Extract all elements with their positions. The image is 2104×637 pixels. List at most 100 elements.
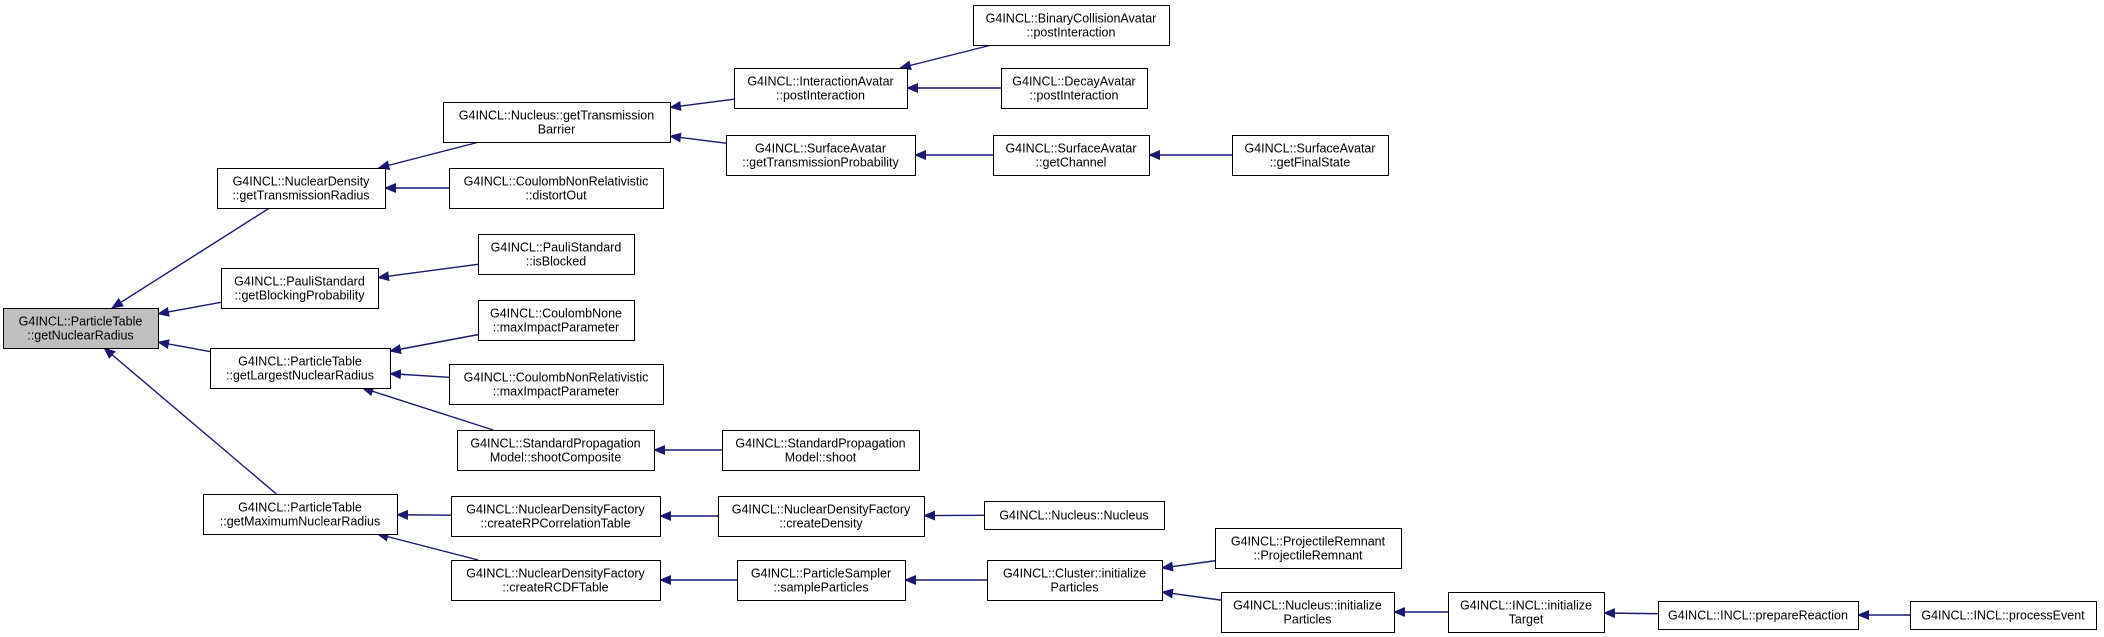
node-label-line: ::createRPCorrelationTable	[480, 517, 630, 531]
node-label-line: G4INCL::NuclearDensity	[233, 175, 371, 189]
node-label-line: ::getLargestNuclearRadius	[226, 369, 374, 383]
node-label-line: Particles	[1284, 613, 1332, 627]
node-box	[451, 560, 661, 601]
node-label-line: ::sampleParticles	[773, 581, 868, 595]
edge-ndf_crcdf-to-pt_gmnr	[376, 531, 479, 561]
node-cn_mip[interactable]: G4INCL::CoulombNone::maxImpactParameter	[478, 300, 635, 341]
node-bca_pi[interactable]: G4INCL::BinaryCollisionAvatar::postInter…	[973, 5, 1170, 46]
node-root[interactable]: G4INCL::ParticleTable::getNuclearRadius	[3, 308, 159, 349]
node-label-line: G4INCL::Nucleus::initialize	[1233, 599, 1382, 613]
node-label-line: Model::shoot	[785, 451, 857, 465]
node-label-line: G4INCL::Cluster::initialize	[1003, 567, 1146, 581]
edge-pt_glnr-to-root	[157, 339, 211, 353]
node-nd_gtr[interactable]: G4INCL::NuclearDensity::getTransmissionR…	[217, 168, 386, 209]
node-label-line: ::isBlocked	[526, 255, 586, 269]
node-sa_gfs[interactable]: G4INCL::SurfaceAvatar::getFinalState	[1232, 135, 1389, 176]
edge-sa_gtp-to-nuc_gtb	[669, 132, 727, 144]
node-label-line: Particles	[1051, 581, 1099, 595]
node-box	[478, 234, 635, 275]
node-box	[1221, 592, 1395, 633]
node-da_pi[interactable]: G4INCL::DecayAvatar::postInteraction	[1001, 68, 1148, 109]
node-label-line: G4INCL::DecayAvatar	[1012, 75, 1135, 89]
edge-pr_pr-to-cl_ip	[1161, 560, 1216, 572]
node-sa_gc[interactable]: G4INCL::SurfaceAvatar::getChannel	[993, 135, 1150, 176]
node-ia_pi[interactable]: G4INCL::InteractionAvatar::postInteracti…	[734, 68, 908, 109]
node-label-line: G4INCL::PauliStandard	[234, 275, 365, 289]
nodes-layer: G4INCL::ParticleTable::getNuclearRadiusG…	[3, 5, 2097, 633]
node-label-line: G4INCL::ParticleSampler	[751, 567, 891, 581]
node-box	[221, 268, 379, 309]
edge-nuc_gtb-to-nd_gtr	[377, 141, 480, 171]
node-label-line: G4INCL::CoulombNonRelativistic	[464, 371, 649, 385]
edge-incl_pr-to-incl_it	[1603, 608, 1659, 619]
node-ndf_crpct[interactable]: G4INCL::NuclearDensityFactory::createRPC…	[451, 496, 661, 537]
node-box	[987, 560, 1163, 601]
node-sa_gtp[interactable]: G4INCL::SurfaceAvatar::getTransmissionPr…	[726, 135, 916, 176]
node-label-line: G4INCL::INCL::prepareReaction	[1668, 609, 1848, 623]
node-box	[718, 496, 925, 537]
edge-ia_pi-to-nuc_gtb	[669, 98, 735, 111]
node-cnr_mip[interactable]: G4INCL::CoulombNonRelativistic::maxImpac…	[449, 364, 664, 405]
node-label-line: ::getTransmissionRadius	[232, 189, 369, 203]
node-label-line: G4INCL::INCL::processEvent	[1921, 609, 2085, 623]
node-ps_gbp[interactable]: G4INCL::PauliStandard::getBlockingProbab…	[221, 268, 379, 309]
node-box	[457, 430, 655, 471]
node-box	[443, 102, 671, 143]
node-incl_pe[interactable]: G4INCL::INCL::processEvent	[1910, 601, 2097, 630]
node-box	[449, 168, 664, 209]
node-label-line: G4INCL::Nucleus::getTransmission	[459, 109, 654, 123]
node-ndf_cd[interactable]: G4INCL::NuclearDensityFactory::createDen…	[718, 496, 925, 537]
node-box	[449, 364, 664, 405]
edge-ps_ib-to-ps_gbp	[377, 263, 479, 282]
node-label-line: ::getFinalState	[1270, 156, 1351, 170]
node-box	[734, 68, 908, 109]
node-label-line: ::getBlockingProbability	[235, 289, 366, 303]
node-label-line: ::getMaximumNuclearRadius	[220, 515, 380, 529]
node-psam_sp[interactable]: G4INCL::ParticleSampler::sampleParticles	[737, 560, 906, 601]
node-label-line: Target	[1509, 613, 1544, 627]
node-box	[737, 560, 906, 601]
node-spm_sc[interactable]: G4INCL::StandardPropagationModel::shootC…	[457, 430, 655, 471]
node-box	[993, 135, 1150, 176]
edge-nuc_ip-to-cl_ip	[1161, 588, 1222, 601]
node-label-line: G4INCL::ProjectileRemnant	[1231, 535, 1386, 549]
node-box	[3, 308, 159, 349]
node-label-line: G4INCL::InteractionAvatar	[747, 75, 893, 89]
node-box	[984, 501, 1165, 530]
node-cnr_do[interactable]: G4INCL::CoulombNonRelativistic::distortO…	[449, 168, 664, 209]
edge-pt_gmnr-to-root	[103, 347, 277, 495]
node-box	[1215, 528, 1402, 569]
edges-layer	[103, 44, 1910, 620]
node-label-line: ::ProjectileRemnant	[1253, 549, 1363, 563]
node-label-line: G4INCL::NuclearDensityFactory	[466, 503, 645, 517]
node-nuc_nuc[interactable]: G4INCL::Nucleus::Nucleus	[984, 501, 1165, 530]
node-label-line: ::createRCDFTable	[502, 581, 608, 595]
node-label-line: G4INCL::CoulombNonRelativistic	[464, 175, 649, 189]
node-label-line: ::postInteraction	[776, 89, 865, 103]
node-pt_glnr[interactable]: G4INCL::ParticleTable::getLargestNuclear…	[210, 348, 391, 389]
node-pr_pr[interactable]: G4INCL::ProjectileRemnant::ProjectileRem…	[1215, 528, 1402, 569]
node-ps_ib[interactable]: G4INCL::PauliStandard::isBlocked	[478, 234, 635, 275]
node-label-line: G4INCL::StandardPropagation	[735, 437, 905, 451]
node-label-line: G4INCL::SurfaceAvatar	[1005, 142, 1136, 156]
node-label-line: ::maxImpactParameter	[493, 385, 619, 399]
node-label-line: G4INCL::SurfaceAvatar	[1244, 142, 1375, 156]
node-label-line: ::getChannel	[1036, 156, 1107, 170]
node-label-line: G4INCL::CoulombNone	[490, 307, 622, 321]
node-label-line: G4INCL::ParticleTable	[238, 501, 362, 515]
node-label-line: ::maxImpactParameter	[493, 321, 619, 335]
node-incl_pr[interactable]: G4INCL::INCL::prepareReaction	[1658, 601, 1859, 630]
node-ndf_crcdf[interactable]: G4INCL::NuclearDensityFactory::createRCD…	[451, 560, 661, 601]
node-label-line: G4INCL::INCL::initialize	[1460, 599, 1592, 613]
node-pt_gmnr[interactable]: G4INCL::ParticleTable::getMaximumNuclear…	[203, 494, 398, 535]
node-box	[203, 494, 398, 535]
edge-cn_mip-to-pt_glnr	[389, 333, 479, 355]
node-label-line: G4INCL::ParticleTable	[19, 315, 143, 329]
node-box	[973, 5, 1170, 46]
